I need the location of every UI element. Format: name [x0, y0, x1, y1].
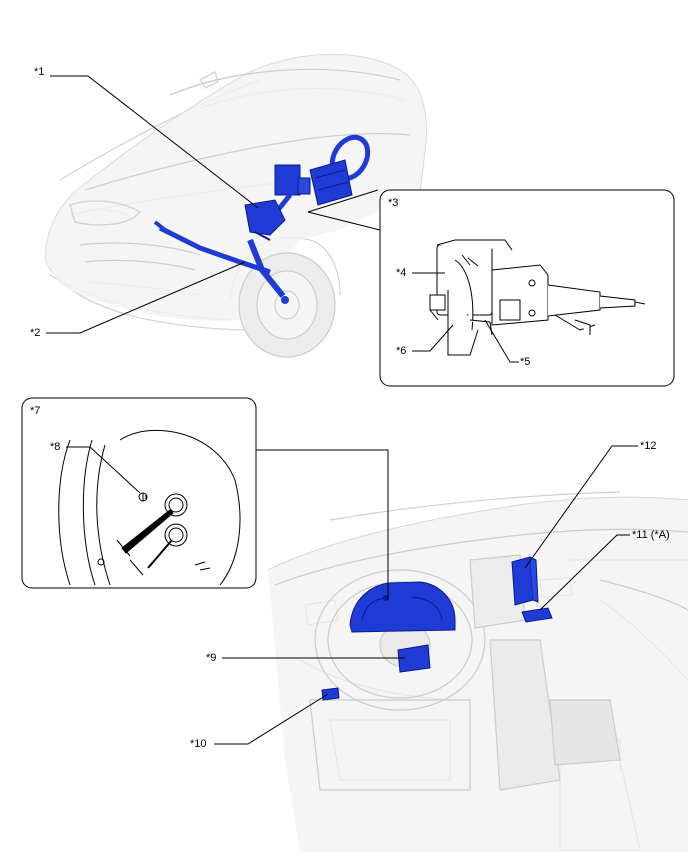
callout-10: *10: [190, 738, 207, 750]
ecu-10: [321, 687, 340, 701]
steering-rack: [158, 225, 271, 275]
vehicle-front-lines: [69, 68, 411, 358]
callout-8: *8: [50, 441, 61, 453]
callout-5: *5: [520, 356, 531, 368]
callout-12: *12: [640, 440, 657, 452]
leader-11: [539, 534, 630, 611]
leader-8: [66, 446, 141, 494]
combination-meter: [349, 581, 456, 633]
ecu-12: [511, 556, 534, 606]
callout-9: *9: [206, 652, 217, 664]
leader-1: [50, 75, 259, 209]
leader-2: [46, 261, 246, 334]
interior-fill: [268, 497, 688, 852]
callout-7: *7: [30, 405, 41, 417]
steering-system: [153, 134, 371, 304]
leader-6: [412, 324, 454, 352]
callout-3-magnifier: [307, 189, 381, 231]
steering-column-detail: [429, 239, 646, 356]
ecu-9: [397, 644, 431, 673]
leaders-bottom: [66, 445, 638, 745]
ecu-11: [521, 607, 553, 623]
vehicle-front-fill: [45, 54, 427, 321]
callout-3: *3: [388, 197, 399, 209]
inset-box-meter: [21, 397, 257, 589]
callout-11: *11 (*A): [632, 529, 670, 541]
interior-lines: [274, 528, 688, 791]
leader-12: [524, 445, 638, 569]
leader-10: [214, 693, 329, 745]
leaders-top: [46, 75, 519, 363]
steering-gear-unit: [244, 199, 286, 236]
callout-1: *1: [34, 66, 45, 78]
callout-2: *2: [30, 327, 41, 339]
callout-6: *6: [396, 345, 407, 357]
leader-7: [256, 449, 389, 600]
eps-motor: [274, 164, 301, 196]
interior-components: [321, 556, 553, 701]
meter-detail: [58, 429, 241, 586]
callout-4: *4: [396, 267, 407, 279]
leader-5: [484, 319, 519, 363]
